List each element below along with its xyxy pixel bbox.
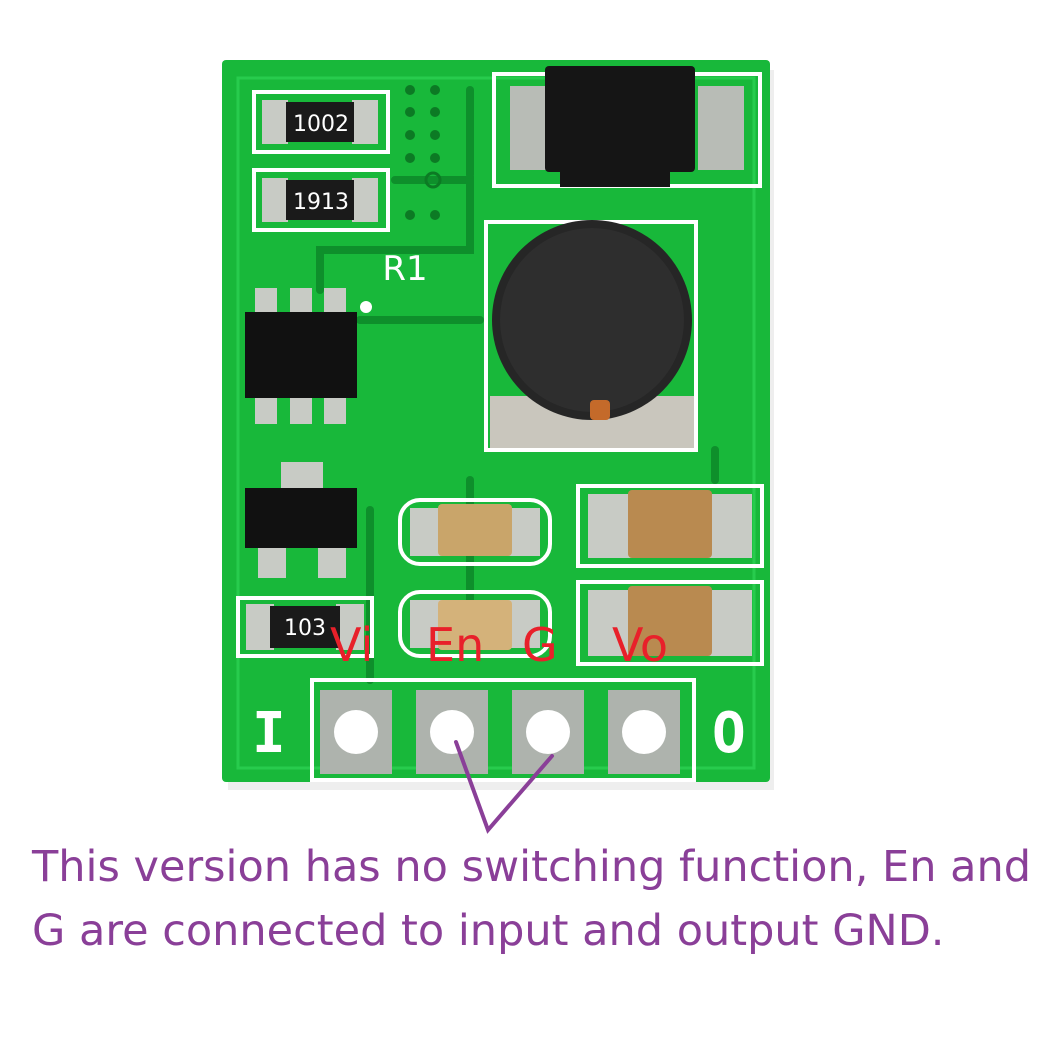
capacitor-small-2 [398, 590, 552, 658]
side-label-input: I [252, 701, 286, 766]
diode [492, 66, 762, 188]
resistor-1002 [252, 90, 390, 154]
capacitor-small-1 [398, 498, 552, 566]
ic-chip [245, 288, 372, 424]
resistor-1913 [252, 168, 390, 232]
caption-line-2: G are connected to input and output GND. [32, 906, 945, 956]
pin-label-vo: Vo [612, 618, 669, 672]
resistor-top-code: 1002 [293, 112, 349, 137]
pad-hole-en [430, 710, 474, 754]
resistor-103 [236, 596, 374, 658]
pin-label-g: G [522, 618, 558, 672]
pad-hole-g [526, 710, 570, 754]
pad-hole-vi [334, 710, 378, 754]
header-pads [320, 690, 680, 774]
annotation-arrows [454, 740, 554, 834]
resistor-mid-code: 1913 [293, 190, 349, 215]
caption-line-1: This version has no switching function, … [32, 842, 1032, 892]
inductor [484, 220, 698, 452]
transistor [245, 462, 357, 578]
pin-label-en: En [426, 618, 485, 672]
silk-r1: R1 [382, 249, 427, 289]
pad-hole-vo [622, 710, 666, 754]
capacitor-large-1 [576, 484, 764, 568]
capacitor-large-2 [576, 580, 764, 666]
pin-label-vi: Vi [330, 618, 374, 672]
side-label-output: O [712, 701, 746, 766]
resistor-bottom-code: 103 [284, 616, 326, 641]
